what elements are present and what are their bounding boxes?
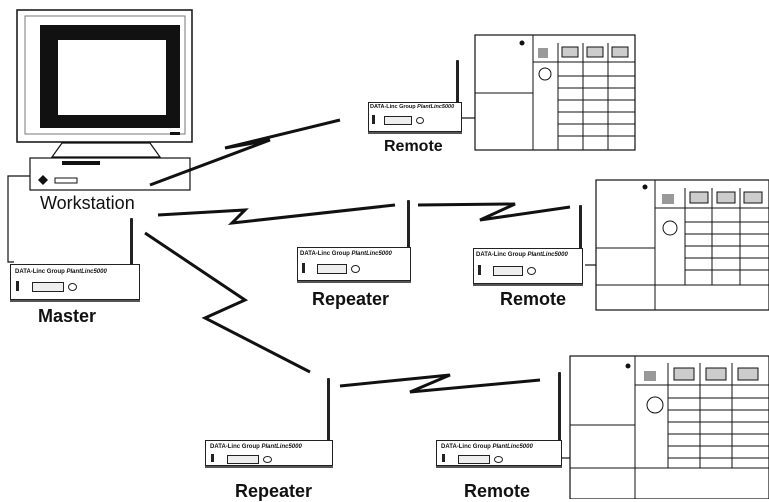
modem-brand-model: PlantLinc5000 xyxy=(261,444,302,450)
serial-port xyxy=(317,264,347,274)
antenna xyxy=(558,372,561,447)
modem-brand-model: PlantLinc5000 xyxy=(492,444,533,450)
label-repeater-2: Repeater xyxy=(235,481,313,501)
plc-rack-remote3 xyxy=(569,355,769,499)
link-repeater1-remote2 xyxy=(417,202,571,222)
modem-remote2: DATA-Linc Group PlantLinc5000 xyxy=(473,205,588,287)
link-master-remote1 xyxy=(149,118,341,187)
modem-brand-prefix: DATA-Linc Group xyxy=(476,252,528,258)
plc-rack-remote1 xyxy=(474,34,636,151)
workstation-base xyxy=(29,157,191,191)
modem-brand-prefix: DATA-Linc Group xyxy=(210,444,262,450)
label-remote-3: Remote xyxy=(464,481,531,501)
label-repeater-1: Repeater xyxy=(312,289,390,309)
modem-brand-model: PlantLinc5000 xyxy=(527,252,568,258)
serial-port xyxy=(384,116,412,125)
label-workstation: Workstation xyxy=(40,193,135,213)
modem-brand-model: PlantLinc5000 xyxy=(66,269,107,275)
modem-remote3: DATA-Linc Group PlantLinc5000 xyxy=(436,372,566,468)
link-repeater2-remote3 xyxy=(339,373,541,394)
modem-brand-prefix: DATA-Linc Group xyxy=(15,269,67,275)
antenna xyxy=(579,205,582,253)
label-master: Master xyxy=(38,306,97,326)
workstation-computer xyxy=(16,9,193,191)
antenna xyxy=(456,60,459,108)
modem-repeater2: DATA-Linc Group PlantLinc5000 xyxy=(205,378,335,468)
antenna xyxy=(407,200,410,252)
serial-port xyxy=(227,455,259,464)
modem-brand-model: PlantLinc5000 xyxy=(417,104,455,110)
plc-rack-remote2 xyxy=(595,179,769,311)
serial-port xyxy=(493,266,523,276)
serial-port xyxy=(32,282,64,292)
modem-brand-model: PlantLinc5000 xyxy=(351,251,392,257)
modem-master: DATA-Linc Group PlantLinc5000 xyxy=(10,218,140,302)
link-master-repeater1 xyxy=(157,203,396,225)
link-master-repeater2 xyxy=(144,231,311,374)
antenna xyxy=(130,218,133,268)
label-remote-1: Remote xyxy=(384,138,443,155)
modem-remote1: DATA-Linc Group PlantLinc5000 xyxy=(368,60,463,135)
antenna xyxy=(327,378,330,446)
modem-brand-prefix: DATA-Linc Group xyxy=(300,251,352,257)
radio-links xyxy=(144,118,571,394)
label-remote-2: Remote xyxy=(500,289,567,309)
workstation-master-cable xyxy=(7,175,30,263)
serial-port xyxy=(458,455,490,464)
modem-brand-prefix: DATA-Linc Group xyxy=(370,104,418,110)
modem-repeater1: DATA-Linc Group PlantLinc5000 xyxy=(297,200,417,282)
modem-brand-prefix: DATA-Linc Group xyxy=(441,444,493,450)
